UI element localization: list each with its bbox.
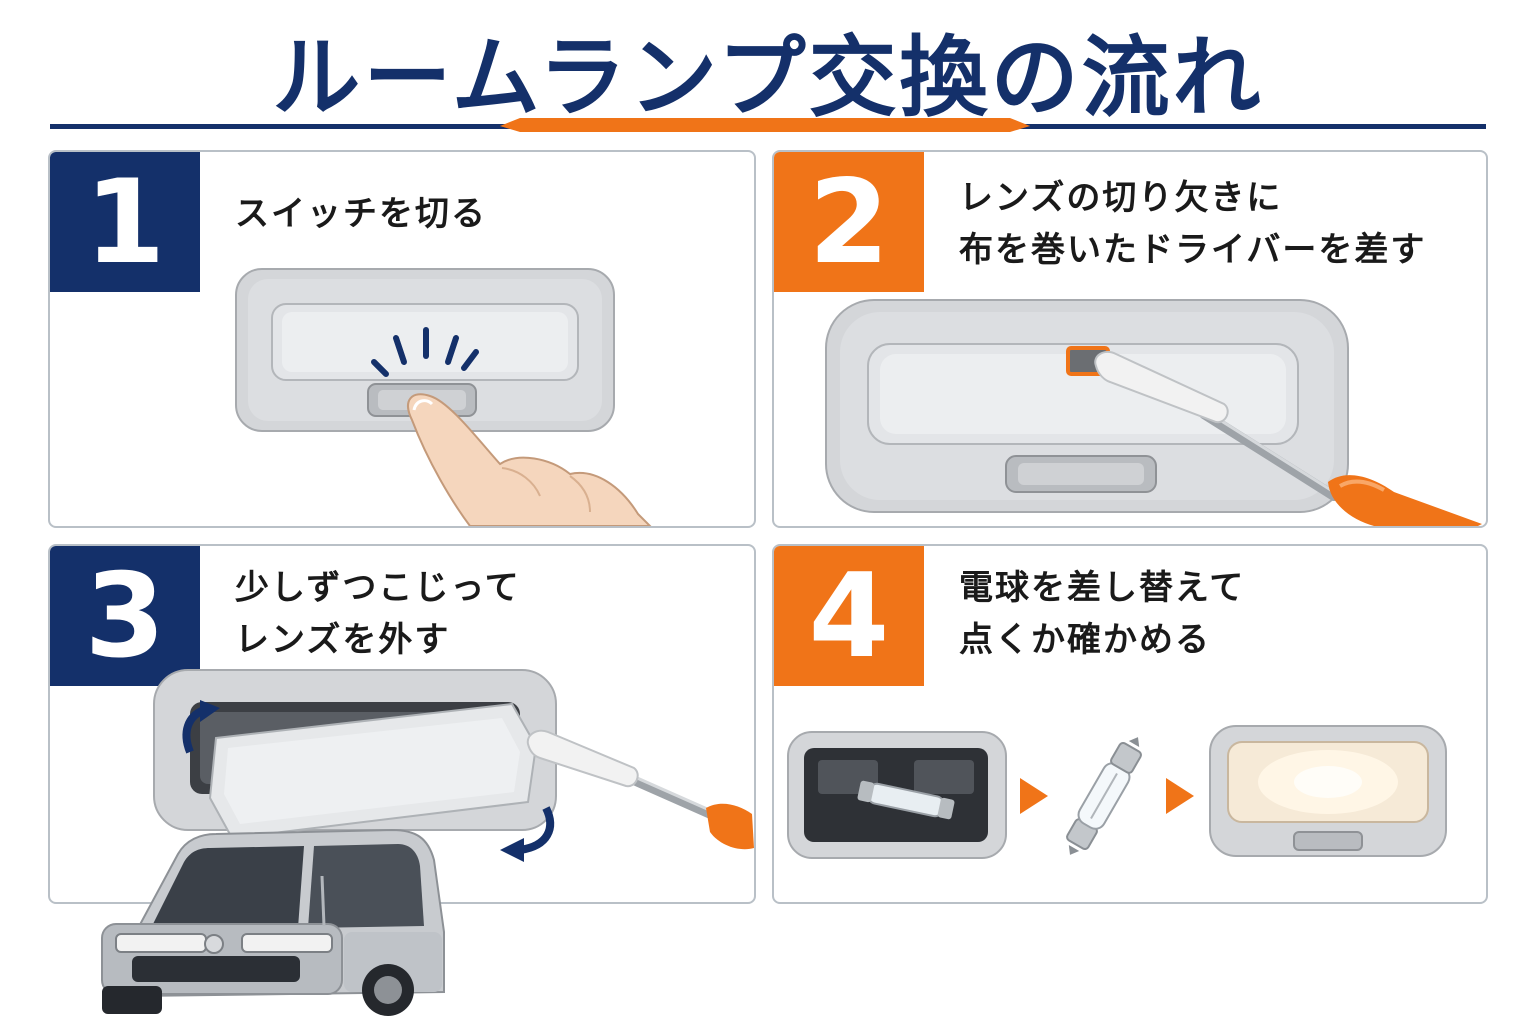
removed-lens (208, 702, 538, 840)
wrapped-screwdriver-icon (1094, 350, 1482, 526)
rotate-arrow-icon (519, 806, 554, 854)
step-3-panel: 3 少しずつこじって レンズを外す (48, 544, 756, 904)
open-lamp-with-old-bulb (787, 731, 1007, 859)
page-title: ルームランプ交換の流れ (272, 26, 1264, 129)
step-4-caption-line1: 電球を差し替えて (959, 568, 1246, 608)
step-2-caption-line1: レンズの切り欠きに (959, 178, 1283, 218)
step-1-illustration (235, 268, 652, 526)
lit-room-lamp (1209, 725, 1447, 857)
step-1-panel: 1 スイッチを切る (48, 150, 756, 528)
step-3-caption-line1: 少しずつこじって (235, 568, 521, 608)
festoon-bulb-icon (1066, 737, 1142, 855)
step-1-caption: スイッチを切る (235, 188, 487, 240)
pressing-finger-icon (407, 393, 652, 526)
arrow-right-icon (1166, 778, 1194, 814)
click-burst-icon (371, 327, 479, 377)
step-1-number-badge: 1 (50, 152, 200, 292)
step-4-caption: 電球を差し替えて 点くか確かめる (959, 562, 1245, 666)
step-4-illustration (787, 725, 1447, 859)
title-divider (50, 118, 1486, 132)
step-3-caption: 少しずつこじって レンズを外す (235, 562, 521, 666)
arrow-right-icon (1020, 778, 1048, 814)
wrapped-screwdriver-icon (526, 729, 754, 850)
kei-car-image (101, 828, 445, 1016)
step-2-number-badge: 2 (774, 152, 924, 292)
step-4-number-badge: 4 (774, 546, 924, 686)
step-4-panel: 4 電球を差し替えて 点くか確かめる (772, 544, 1488, 904)
step-2-caption: レンズの切り欠きに 布を巻いたドライバーを差す (959, 172, 1426, 276)
room-lamp (825, 299, 1349, 513)
step-2-illustration (825, 299, 1482, 526)
step-2-caption-line2: 布を巻いたドライバーを差す (959, 230, 1427, 270)
step-4-caption-line2: 点くか確かめる (959, 620, 1211, 660)
step-3-illustration (153, 669, 754, 862)
step-1-caption-line1: スイッチを切る (235, 194, 487, 234)
step-2-panel: 2 レンズの切り欠きに 布を巻いたドライバーを差す (772, 150, 1488, 528)
step-3-number-badge: 3 (50, 546, 200, 686)
step-3-caption-line2: レンズを外す (235, 620, 451, 660)
